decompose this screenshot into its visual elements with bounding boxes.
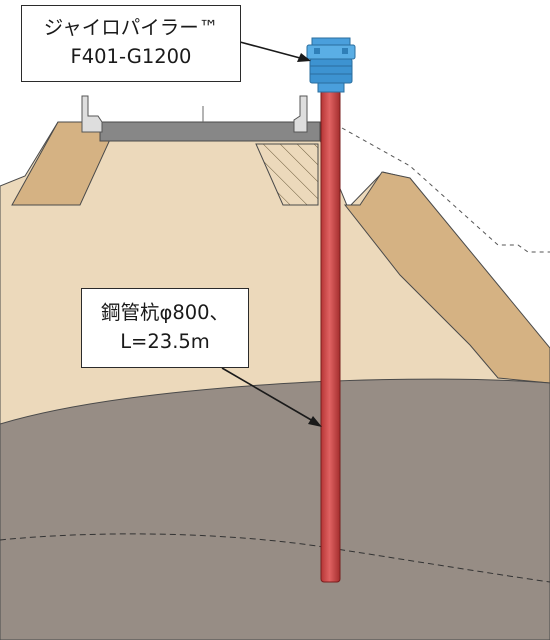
left-barrier <box>81 95 103 133</box>
gyro-piler-machine-icon <box>306 37 356 93</box>
layer-boundary-dashed <box>0 533 550 583</box>
steel-pipe-pile <box>320 89 341 583</box>
pile-spec: 鋼管杭φ800、 <box>100 301 230 324</box>
machine-label-box: ジャイロパイラー™ F401-G1200 <box>21 5 241 82</box>
machine-model: F401-G1200 <box>70 45 192 68</box>
pile-length: L=23.5m <box>120 330 210 353</box>
hatched-block <box>255 143 319 206</box>
road-surface <box>99 121 321 142</box>
existing-ground-dashed <box>341 127 550 253</box>
pile-leader-arrow <box>221 367 322 427</box>
machine-name: ジャイロパイラー™ <box>43 16 219 39</box>
deep-soil-layer <box>0 378 550 640</box>
right-barrier <box>293 95 308 133</box>
pile-label-box: 鋼管杭φ800、 L=23.5m <box>81 288 249 368</box>
right-slope-layer <box>343 171 550 384</box>
machine-leader-arrow <box>239 41 311 62</box>
